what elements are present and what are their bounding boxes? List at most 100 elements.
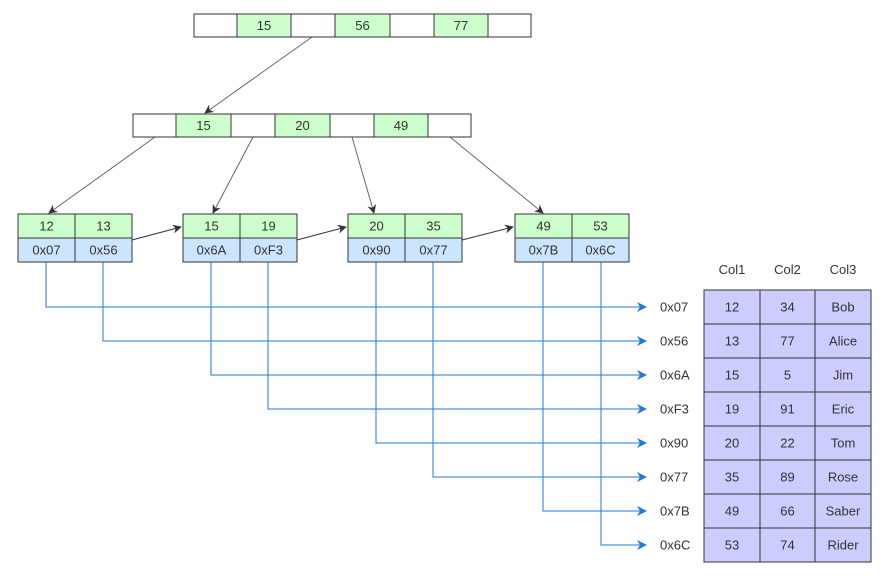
leaf-1-pointer-0-box xyxy=(182,237,241,263)
row-address-4: 0x90 xyxy=(660,436,688,451)
internal-to-leaf-2-connector xyxy=(351,136,377,214)
table-header-col3: Col3 xyxy=(830,262,857,277)
table-row-6-col3-text: Saber xyxy=(826,504,861,519)
table-row-5-col1-box xyxy=(703,459,761,495)
table-row-2-col3-box xyxy=(814,357,872,393)
leaf-0-key-1-box xyxy=(74,213,133,239)
leaf-1-key-1-text: 19 xyxy=(261,219,275,234)
table-row-4-col1-text: 20 xyxy=(725,436,739,451)
root-pointer-slot-0-box xyxy=(193,13,238,38)
table-row-7-col1-text: 53 xyxy=(725,538,739,553)
internal-to-leaf-3-connector xyxy=(449,136,544,214)
row-address-0: 0x07 xyxy=(660,300,688,315)
leaf-0-pointer-1-text: 0x56 xyxy=(89,243,117,258)
row-pointer-arrow-1 xyxy=(102,262,647,346)
row-pointer-arrow-6 xyxy=(542,262,647,516)
root-pointer-slot-3-box xyxy=(487,13,532,38)
row-address-6: 0x7B xyxy=(660,504,690,519)
leaf-2-key-0-text: 20 xyxy=(369,219,383,234)
root-pointer-slot-2-box xyxy=(389,13,435,38)
leaf-3-pointer-0-text: 0x7B xyxy=(529,243,559,258)
table-row-7-col3-box xyxy=(814,527,872,563)
table-row-3-col1-box xyxy=(703,391,761,427)
table-row-2-col2-text: 5 xyxy=(784,368,791,383)
table-row-3-col2-box xyxy=(759,391,816,427)
leaf-3-pointer-1-text: 0x6C xyxy=(585,243,615,258)
leaf-0-key-0-text: 12 xyxy=(39,219,53,234)
internal-key-1-text: 20 xyxy=(295,118,309,133)
leaf-3-pointer-1-box xyxy=(571,237,630,263)
internal-pointer-slot-2-box xyxy=(329,113,375,138)
table-row-4-col3-text: Tom xyxy=(831,436,856,451)
row-pointer-arrow-3 xyxy=(267,262,647,414)
leaf-0-pointer-1-box xyxy=(74,237,133,263)
table-header-col2: Col2 xyxy=(774,262,801,277)
table-row-6-col2-box xyxy=(759,493,816,529)
leaf-2-pointer-0-box xyxy=(347,237,406,263)
root-key-1-text: 56 xyxy=(355,18,369,33)
leaf-link-2-3 xyxy=(461,224,514,241)
leaf-1-pointer-0-text: 0x6A xyxy=(197,243,227,258)
leaf-0-pointer-0-box xyxy=(17,237,76,263)
internal-key-0-text: 15 xyxy=(196,118,210,133)
row-pointer-arrow-2 xyxy=(210,262,647,380)
table-row-7-col2-text: 74 xyxy=(780,538,794,553)
connector-layer xyxy=(45,36,647,550)
table-row-1-col3-text: Alice xyxy=(829,334,857,349)
leaf-1-key-1-box xyxy=(239,213,298,239)
table-row-7-col1-box xyxy=(703,527,761,563)
leaf-0-key-1-text: 13 xyxy=(96,219,110,234)
table-row-3-col3-box xyxy=(814,391,872,427)
table-row-2-col3-text: Jim xyxy=(833,368,853,383)
leaf-3-key-1-box xyxy=(571,213,630,239)
leaf-2-key-1-text: 35 xyxy=(426,219,440,234)
table-row-2-col1-box xyxy=(703,357,761,393)
root-pointer-slot-1-box xyxy=(290,13,336,38)
leaf-1-key-0-text: 15 xyxy=(204,219,218,234)
row-pointer-arrow-0 xyxy=(45,262,647,312)
leaf-2-pointer-0-text: 0x90 xyxy=(362,243,390,258)
table-row-4-col3-box xyxy=(814,425,872,461)
table-row-5-col1-text: 35 xyxy=(725,470,739,485)
leaf-node-0: 12 0x07 13 0x56 xyxy=(17,213,133,263)
table-row-6-col1-box xyxy=(703,493,761,529)
leaf-3-key-0-box xyxy=(514,213,573,239)
root-to-internal-connector xyxy=(204,36,313,114)
leaf-node-2: 20 0x90 35 0x77 xyxy=(347,213,463,263)
table-row-2-col1-text: 15 xyxy=(725,368,739,383)
row-address-1: 0x56 xyxy=(660,334,688,349)
row-address-2: 0x6A xyxy=(660,368,690,383)
table-row-5-col3-text: Rose xyxy=(828,470,858,485)
table-row-0-col2-box xyxy=(759,289,816,325)
table-row-1-col1-text: 13 xyxy=(725,334,739,349)
row-pointer-arrow-5 xyxy=(432,262,647,482)
table-row-6-col3-box xyxy=(814,493,872,529)
table-row-3-col3-text: Eric xyxy=(832,402,855,417)
table-row-3-col2-text: 91 xyxy=(780,402,794,417)
leaf-3-key-0-text: 49 xyxy=(536,219,550,234)
row-address-5: 0x77 xyxy=(660,470,688,485)
row-address-7: 0x6C xyxy=(660,538,690,553)
leaf-link-0-1 xyxy=(131,224,182,241)
leaf-2-pointer-1-text: 0x77 xyxy=(419,243,447,258)
table-row-0-col1-text: 12 xyxy=(725,300,739,315)
internal-key-2-text: 49 xyxy=(394,118,408,133)
table-header-col1: Col1 xyxy=(719,262,746,277)
table-row-1-col2-text: 77 xyxy=(780,334,794,349)
internal-pointer-slot-3-box xyxy=(427,113,472,138)
table-row-0-col1-box xyxy=(703,289,761,325)
table-row-1-col3-box xyxy=(814,323,872,359)
leaf-0-pointer-0-text: 0x07 xyxy=(32,243,60,258)
leaf-link-1-2 xyxy=(296,224,347,241)
internal-to-leaf-0-connector xyxy=(48,136,156,214)
table-row-3-col1-text: 19 xyxy=(725,402,739,417)
table-row-0-col3-box xyxy=(814,289,872,325)
table-row-6-col1-text: 49 xyxy=(725,504,739,519)
table-row-0-col3-text: Bob xyxy=(831,300,854,315)
